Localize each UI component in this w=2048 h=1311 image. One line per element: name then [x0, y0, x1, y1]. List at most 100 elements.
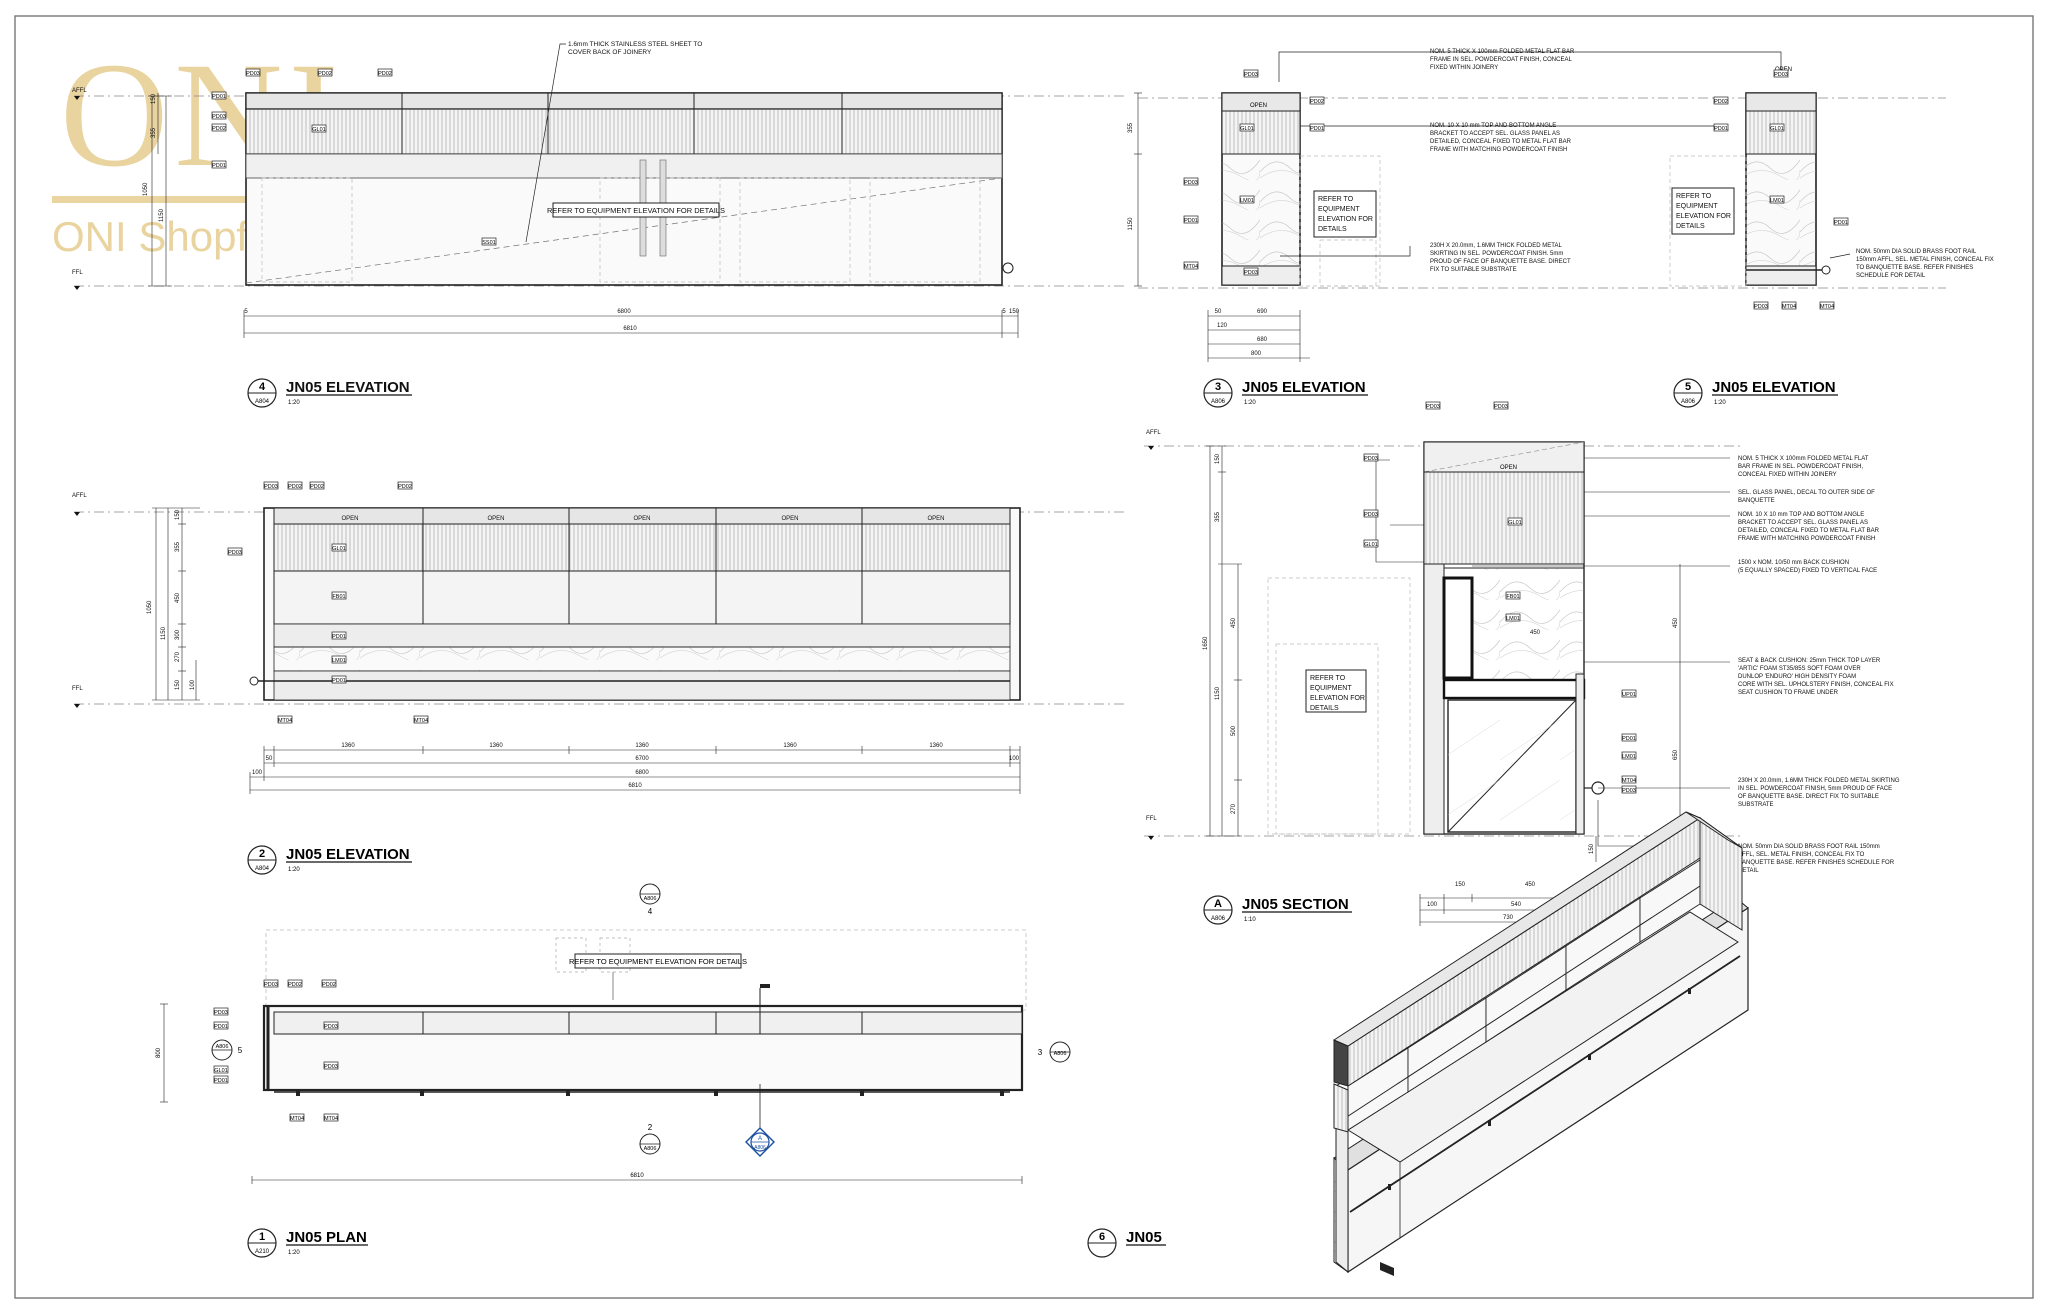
svg-text:A210: A210: [255, 1249, 270, 1255]
svg-text:EQUIPMENT: EQUIPMENT: [1676, 203, 1718, 210]
svg-text:GL01: GL01: [1364, 542, 1377, 548]
svg-text:PD03: PD03: [1184, 180, 1198, 186]
svg-text:MT04: MT04: [1820, 304, 1834, 310]
view-1-plan: REFER TO EQUIPMENT ELEVATION FOR DETAILS…: [156, 883, 1071, 1258]
svg-text:PD02: PD02: [310, 484, 324, 490]
svg-text:PD03: PD03: [1622, 788, 1636, 794]
svg-text:100: 100: [1009, 756, 1020, 762]
svg-text:500: 500: [1231, 725, 1237, 736]
svg-text:MT04: MT04: [290, 1116, 304, 1122]
stainless-note-l1: 1.6mm THICK STAINLESS STEEL SHEET TO: [568, 41, 702, 48]
svg-text:PD01: PD01: [1184, 218, 1198, 224]
svg-text:REFER TO: REFER TO: [1318, 196, 1354, 203]
svg-text:PD03: PD03: [1426, 404, 1440, 410]
svg-text:GL01: GL01: [312, 127, 325, 133]
svg-text:540: 540: [1511, 902, 1522, 908]
svg-text:DETAILS: DETAILS: [1676, 223, 1705, 230]
svg-text:4: 4: [648, 907, 653, 916]
view-3-number: 3: [1215, 381, 1221, 393]
svg-text:150: 150: [1009, 309, 1020, 315]
view-2-elevation: OPEN OPEN OPEN OPEN OPEN PD03 PD02 PD02 …: [72, 481, 1125, 875]
svg-text:PD03: PD03: [246, 71, 260, 77]
svg-text:PD01: PD01: [1622, 736, 1636, 742]
svg-text:1150: 1150: [159, 208, 165, 222]
svg-text:OF BANQUETTE BASE. DIRECT FIX: OF BANQUETTE BASE. DIRECT FIX TO SUITABL…: [1738, 794, 1879, 800]
svg-text:1150: 1150: [1215, 686, 1221, 700]
svg-text:100: 100: [252, 770, 263, 776]
view-2-title: JN05 ELEVATION: [286, 846, 410, 863]
view-4-title: JN05 ELEVATION: [286, 379, 410, 396]
svg-text:6810: 6810: [630, 1173, 644, 1179]
view-3-title: JN05 ELEVATION: [1242, 379, 1366, 396]
svg-text:AFFL, SEL. METAL FINISH, CONCE: AFFL, SEL. METAL FINISH, CONCEAL FIX TO: [1738, 852, 1865, 858]
view-5-title: JN05 ELEVATION: [1712, 379, 1836, 396]
svg-text:OPEN: OPEN: [927, 516, 944, 522]
svg-text:PD03: PD03: [1754, 304, 1768, 310]
svg-text:A: A: [758, 1136, 762, 1142]
svg-text:PD01: PD01: [1834, 220, 1848, 226]
svg-text:A806: A806: [644, 896, 657, 902]
svg-text:PD02: PD02: [1714, 99, 1728, 105]
svg-text:SEAT & BACK CUSHION: 25mm THIC: SEAT & BACK CUSHION: 25mm THICK TOP LAYE…: [1738, 658, 1881, 664]
view-4-number: 4: [259, 381, 266, 393]
svg-text:PD02: PD02: [288, 982, 302, 988]
svg-text:150: 150: [175, 679, 181, 690]
svg-text:OPEN: OPEN: [781, 516, 798, 522]
refer-note-plan: REFER TO EQUIPMENT ELEVATION FOR DETAILS: [569, 957, 747, 966]
svg-text:PD03: PD03: [1244, 270, 1258, 276]
svg-text:TO BANQUETTE BASE. REFER FINIS: TO BANQUETTE BASE. REFER FINISHES: [1856, 265, 1973, 271]
svg-text:5: 5: [244, 309, 248, 315]
svg-text:1360: 1360: [783, 743, 797, 749]
sheet-border: [14, 15, 2034, 1299]
svg-text:PD02: PD02: [398, 484, 412, 490]
svg-text:PD03: PD03: [264, 982, 278, 988]
svg-text:AFFL: AFFL: [1146, 430, 1161, 436]
svg-text:DETAILED, CONCEAL FIXED TO MET: DETAILED, CONCEAL FIXED TO METAL FLAT BA…: [1738, 528, 1880, 534]
svg-text:GL01: GL01: [1770, 126, 1783, 132]
svg-text:PD01: PD01: [1310, 126, 1324, 132]
svg-text:PD03: PD03: [214, 1010, 228, 1016]
svg-text:355: 355: [1215, 511, 1221, 522]
svg-text:CONCEAL FIXED WITHIN JOINERY: CONCEAL FIXED WITHIN JOINERY: [1738, 472, 1837, 478]
svg-text:NOM. 50mm DIA SOLID BRASS FOOT: NOM. 50mm DIA SOLID BRASS FOOT RAIL: [1856, 249, 1977, 255]
svg-text:PD03: PD03: [1244, 72, 1258, 78]
svg-text:SEL. GLASS PANEL, DECAL TO OUT: SEL. GLASS PANEL, DECAL TO OUTER SIDE OF: [1738, 490, 1875, 496]
svg-text:DETAILED, CONCEAL FIXED TO MET: DETAILED, CONCEAL FIXED TO METAL FLAT BA…: [1430, 139, 1572, 145]
svg-text:DUNLOP 'ENDURO' HIGH DENSITY F: DUNLOP 'ENDURO' HIGH DENSITY FOAM: [1738, 674, 1856, 680]
svg-text:DETAILS: DETAILS: [1318, 226, 1347, 233]
svg-text:DETAIL: DETAIL: [1738, 868, 1759, 874]
view-a-number: A: [1214, 898, 1222, 910]
svg-text:PD03: PD03: [264, 484, 278, 490]
svg-text:NOM. 50mm DIA SOLID BRASS FOOT: NOM. 50mm DIA SOLID BRASS FOOT RAIL 150m…: [1738, 844, 1880, 850]
svg-text:PD01: PD01: [212, 163, 226, 169]
svg-text:PD02: PD02: [322, 982, 336, 988]
svg-text:EQUIPMENT: EQUIPMENT: [1310, 685, 1352, 692]
svg-text:450: 450: [175, 592, 181, 603]
svg-text:PD01: PD01: [1714, 126, 1728, 132]
svg-text:MT04: MT04: [414, 718, 428, 724]
svg-text:PD03: PD03: [228, 550, 242, 556]
svg-text:ELEVATION FOR: ELEVATION FOR: [1676, 213, 1731, 220]
svg-text:230H X 20.0mm, 1.6MM THICK FOL: 230H X 20.0mm, 1.6MM THICK FOLDED METAL …: [1738, 778, 1900, 784]
svg-text:MT04: MT04: [324, 1116, 338, 1122]
section-marker-2: A806 2: [639, 1123, 661, 1155]
svg-text:1:10: 1:10: [1244, 917, 1256, 923]
view-1-title: JN05 PLAN: [286, 1229, 367, 1246]
svg-text:150: 150: [175, 509, 181, 520]
svg-text:(5 EQUALLY SPACED) FIXED TO VE: (5 EQUALLY SPACED) FIXED TO VERTICAL FAC…: [1738, 568, 1877, 574]
svg-text:LM01: LM01: [332, 658, 346, 664]
svg-text:150: 150: [1215, 453, 1221, 464]
svg-text:MT04: MT04: [1184, 264, 1198, 270]
svg-text:GL01: GL01: [332, 546, 345, 552]
svg-text:BANQUETTE: BANQUETTE: [1738, 498, 1775, 504]
svg-text:1:20: 1:20: [1244, 400, 1256, 406]
svg-text:GL01: GL01: [1508, 520, 1521, 526]
svg-text:FRAME WITH MATCHING POWDERCOAT: FRAME WITH MATCHING POWDERCOAT FINISH: [1738, 536, 1875, 542]
svg-text:PD02: PD02: [1310, 99, 1324, 105]
svg-text:OPEN: OPEN: [1250, 103, 1267, 109]
svg-text:690: 690: [1257, 309, 1268, 315]
svg-text:OPEN: OPEN: [341, 516, 358, 522]
view-2-number: 2: [259, 848, 265, 860]
svg-text:5: 5: [1002, 309, 1006, 315]
